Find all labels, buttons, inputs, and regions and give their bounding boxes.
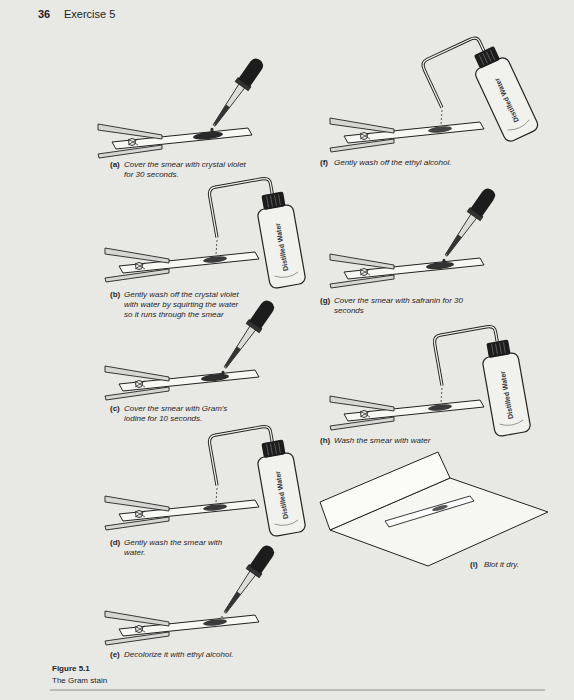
dropper [219, 542, 278, 617]
step-letter: (i) [470, 560, 478, 570]
slide-with-clothespin [105, 248, 259, 282]
water-stream [441, 388, 442, 403]
dropper [440, 185, 499, 260]
slide-with-clothespin [330, 118, 484, 152]
wash-bottle [433, 322, 531, 444]
water-stream [441, 110, 442, 125]
dropper [208, 55, 267, 130]
bottle-label: Distilled Water [273, 470, 289, 519]
smear [203, 255, 227, 263]
stain-pool [201, 373, 230, 383]
figure-number: Figure 5.1 [52, 664, 90, 674]
slide-with-clothespin [105, 496, 259, 530]
stain-pool [426, 261, 455, 271]
wash-bottle [421, 29, 540, 163]
step-instruction: Blot it dry. [484, 560, 564, 570]
caption-rule [50, 690, 545, 691]
step-instruction: Gently wash the smear with water. [124, 538, 242, 558]
step-letter: (c) [110, 404, 120, 414]
wash-bottle [208, 422, 306, 544]
blotting-paper [320, 452, 548, 566]
step-instruction: Gently wash off the ethyl alcohol. [334, 158, 494, 168]
slide-with-clothespin [330, 254, 484, 288]
step-instruction: Wash the smear with water [334, 436, 494, 446]
stain-pool [193, 130, 224, 140]
step-letter: (a) [110, 160, 120, 170]
step-letter: (e) [110, 650, 120, 660]
slide-with-clothespin [105, 611, 259, 645]
smear [428, 125, 452, 133]
step-letter: (b) [110, 290, 120, 300]
step-letter: (f) [320, 158, 328, 168]
figure-caption: The Gram stain [52, 676, 107, 686]
smear [428, 403, 452, 411]
smear [203, 503, 227, 511]
step-letter: (d) [110, 538, 120, 548]
bottle-label: Distilled Water [273, 222, 289, 271]
step-instruction: Gently wash off the crystal violet with … [124, 290, 242, 320]
slide-with-clothespin [105, 366, 259, 400]
bottle-label: Distilled Water [498, 370, 514, 419]
step-instruction: Cover the smear with Gram's iodine for 1… [124, 404, 242, 424]
step-instruction: Cover the smear with crystal violet for … [124, 160, 249, 180]
drop [221, 371, 224, 375]
wash-bottle [208, 174, 306, 296]
step-instruction: Decolorize it with ethyl alcohol. [124, 650, 294, 660]
drop [210, 128, 213, 132]
step-letter: (g) [320, 296, 330, 306]
slide-with-clothespin [98, 124, 252, 158]
step-letter: (h) [320, 436, 330, 446]
water-stream [216, 488, 217, 503]
smear [203, 618, 227, 626]
bottle-label: Distilled Water [493, 76, 521, 123]
running-head: Exercise 5 [64, 8, 115, 21]
step-instruction: Cover the smear with safranin for 30 sec… [334, 296, 494, 316]
page-number: 36 [38, 8, 50, 21]
drop [221, 616, 224, 620]
water-stream [216, 240, 217, 255]
slide-with-clothespin [330, 396, 484, 430]
drop [442, 259, 445, 263]
